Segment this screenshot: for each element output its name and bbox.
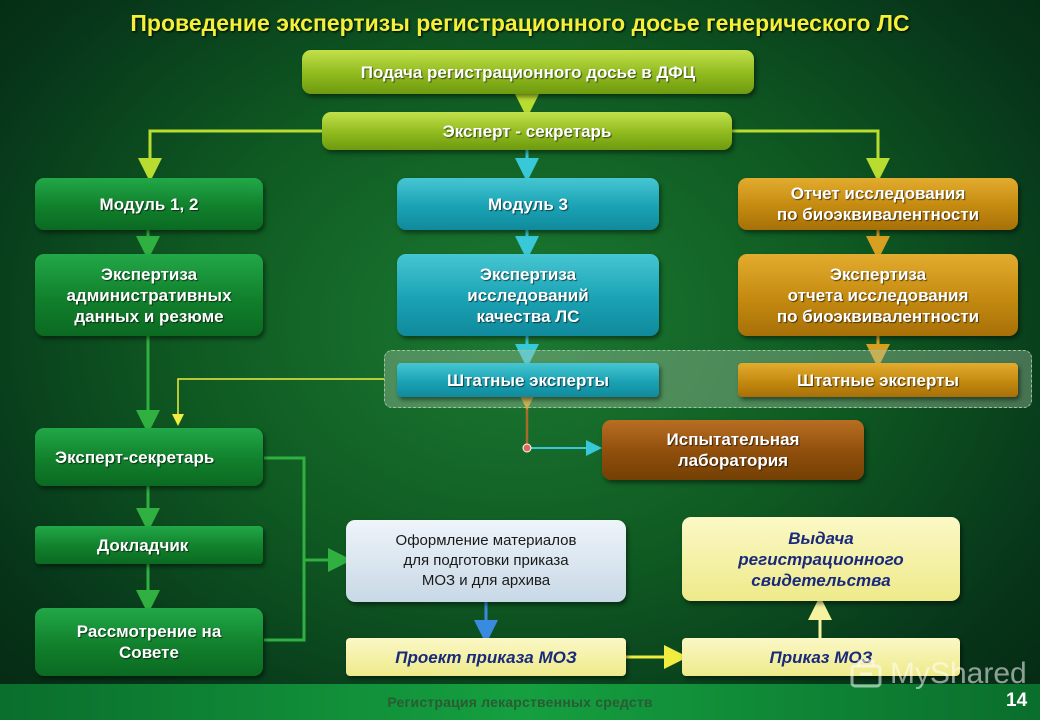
box-quality-review: Экспертиза исследований качества ЛС [397,254,659,336]
watermark-text: MyShared [890,657,1027,690]
junction-dot [522,443,532,453]
box-council-review: Рассмотрение на Совете [35,608,263,676]
footer-caption: Регистрация лекарственных средств [387,694,653,710]
box-staff-experts-quality: Штатные эксперты [397,363,659,397]
bottom-band [0,684,1040,720]
box-module-1-2: Модуль 1, 2 [35,178,263,230]
arrow-secretary-to-module12 [138,129,322,182]
bracket-to-materials [264,456,306,642]
box-expert-secretary-left: Эксперт-секретарь [35,428,263,486]
box-submission: Подача регистрационного досье в ДФЦ [302,50,754,94]
box-expert-secretary-top: Эксперт - секретарь [322,112,732,150]
box-bioequivalence-report: Отчет исследования по биоэквивалентности [738,178,1018,230]
page-number: 14 [1006,690,1028,711]
page-title: Проведение экспертизы регистрационного д… [130,10,910,36]
watermark-logo-icon [850,659,882,688]
box-test-laboratory: Испытательная лаборатория [602,420,864,480]
box-draft-order: Проект приказа МОЗ [346,638,626,676]
box-certificate-issue: Выдача регистрационного свидетельства [682,517,960,601]
box-bioequivalence-review: Экспертиза отчета исследования по биоэкв… [738,254,1018,336]
watermark: MyShared [848,656,1027,692]
box-staff-experts-bioequivalence: Штатные эксперты [738,363,1018,397]
arrow-secretary-to-report [732,129,890,182]
box-module-3: Модуль 3 [397,178,659,230]
box-order: Приказ МОЗ [682,638,960,676]
box-admin-review: Экспертиза административных данных и рез… [35,254,263,336]
box-materials-preparation: Оформление материалов для подготовки при… [346,520,626,602]
box-rapporteur: Докладчик [35,526,263,564]
arrow-staff-to-secretary [172,378,384,426]
